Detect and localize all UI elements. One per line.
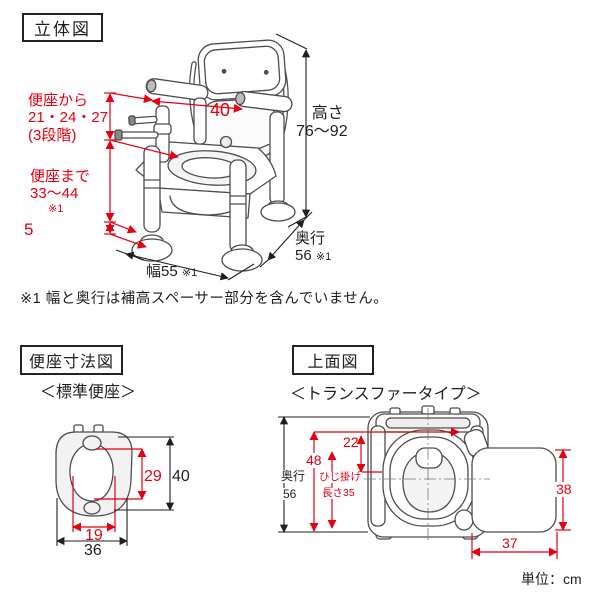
dim-armrest-height-l1: 便座から	[28, 92, 89, 109]
dim-armrest-height-l3: (3段階)	[28, 126, 77, 144]
dim-depth-value: 56	[295, 247, 312, 265]
top-overall-depth: 48	[305, 452, 323, 468]
top-view-art	[364, 405, 557, 542]
top-depth-label: 奥行	[280, 469, 307, 483]
dim-height: 高さ 76〜92	[296, 105, 348, 142]
seat-outer-depth: 40	[172, 468, 190, 485]
dim-height-value: 76〜92	[296, 123, 348, 141]
seat-drawing	[55, 424, 175, 546]
seat-subtitle: ＜標準便座＞	[40, 384, 137, 401]
dim-depth-note: ※1	[315, 251, 332, 264]
top-board-width: 37	[502, 535, 518, 551]
dim-width-value: 幅55	[146, 263, 178, 280]
top-depth-value: 56	[282, 487, 307, 501]
dim-spacer-height: 5	[24, 220, 34, 239]
seat-title: 便座寸法図	[28, 354, 114, 371]
top-title: 上面図	[307, 354, 359, 371]
dim-seat-height: 便座まで 33〜44 ※1	[30, 168, 90, 215]
dim-width: 幅55 ※1	[146, 263, 197, 280]
top-depth-label-group: 奥行 56	[280, 469, 307, 501]
dim-seat-height-l1: 便座まで	[30, 168, 91, 185]
top-view-drawing	[278, 405, 571, 559]
dim-seat-height-note: ※1	[48, 202, 64, 215]
top-board-depth: 38	[555, 481, 573, 497]
dim-lines-red	[104, 92, 243, 249]
perspective-title: 立体図	[34, 20, 91, 39]
dim-width-note: ※1	[181, 267, 198, 279]
dim-seat-height-l2: 33〜44	[30, 185, 79, 203]
top-subtitle: ＜トランスファータイプ＞	[290, 386, 482, 403]
dim-depth-label: 奥行	[295, 230, 326, 247]
seat-art	[55, 424, 133, 517]
seat-dim-black	[56, 436, 175, 546]
perspective-drawing	[104, 33, 313, 281]
dim-lines-black	[115, 33, 313, 281]
seat-title-box: 便座寸法図	[20, 345, 123, 375]
top-armrest-l2: 長さ35	[321, 487, 356, 500]
seat-dim-red	[72, 448, 147, 532]
unit-note: 単位：cm	[521, 571, 582, 587]
dim-height-label: 高さ	[311, 105, 344, 122]
footnote: ※1 幅と奥行は補高スペーサー部分を含んでいません。	[20, 291, 389, 307]
dim-between-armrests: 40	[210, 100, 231, 120]
dim-armrest-height: 便座から 21・24・27 (3段階)	[28, 92, 108, 144]
seat-inner-width: 19	[85, 527, 103, 544]
dim-depth: 奥行 56 ※1	[295, 230, 331, 265]
seat-outer-width: 36	[84, 542, 102, 559]
top-back-to-seat: 22	[343, 434, 359, 450]
top-title-box: 上面図	[292, 345, 374, 375]
toilet-3d-art	[114, 39, 296, 272]
top-armrest-l1: ひじ掛け	[318, 471, 362, 484]
seat-inner-depth: 29	[144, 468, 162, 485]
perspective-title-box: 立体図	[22, 13, 103, 42]
dim-armrest-height-l2: 21・24・27	[28, 109, 109, 127]
